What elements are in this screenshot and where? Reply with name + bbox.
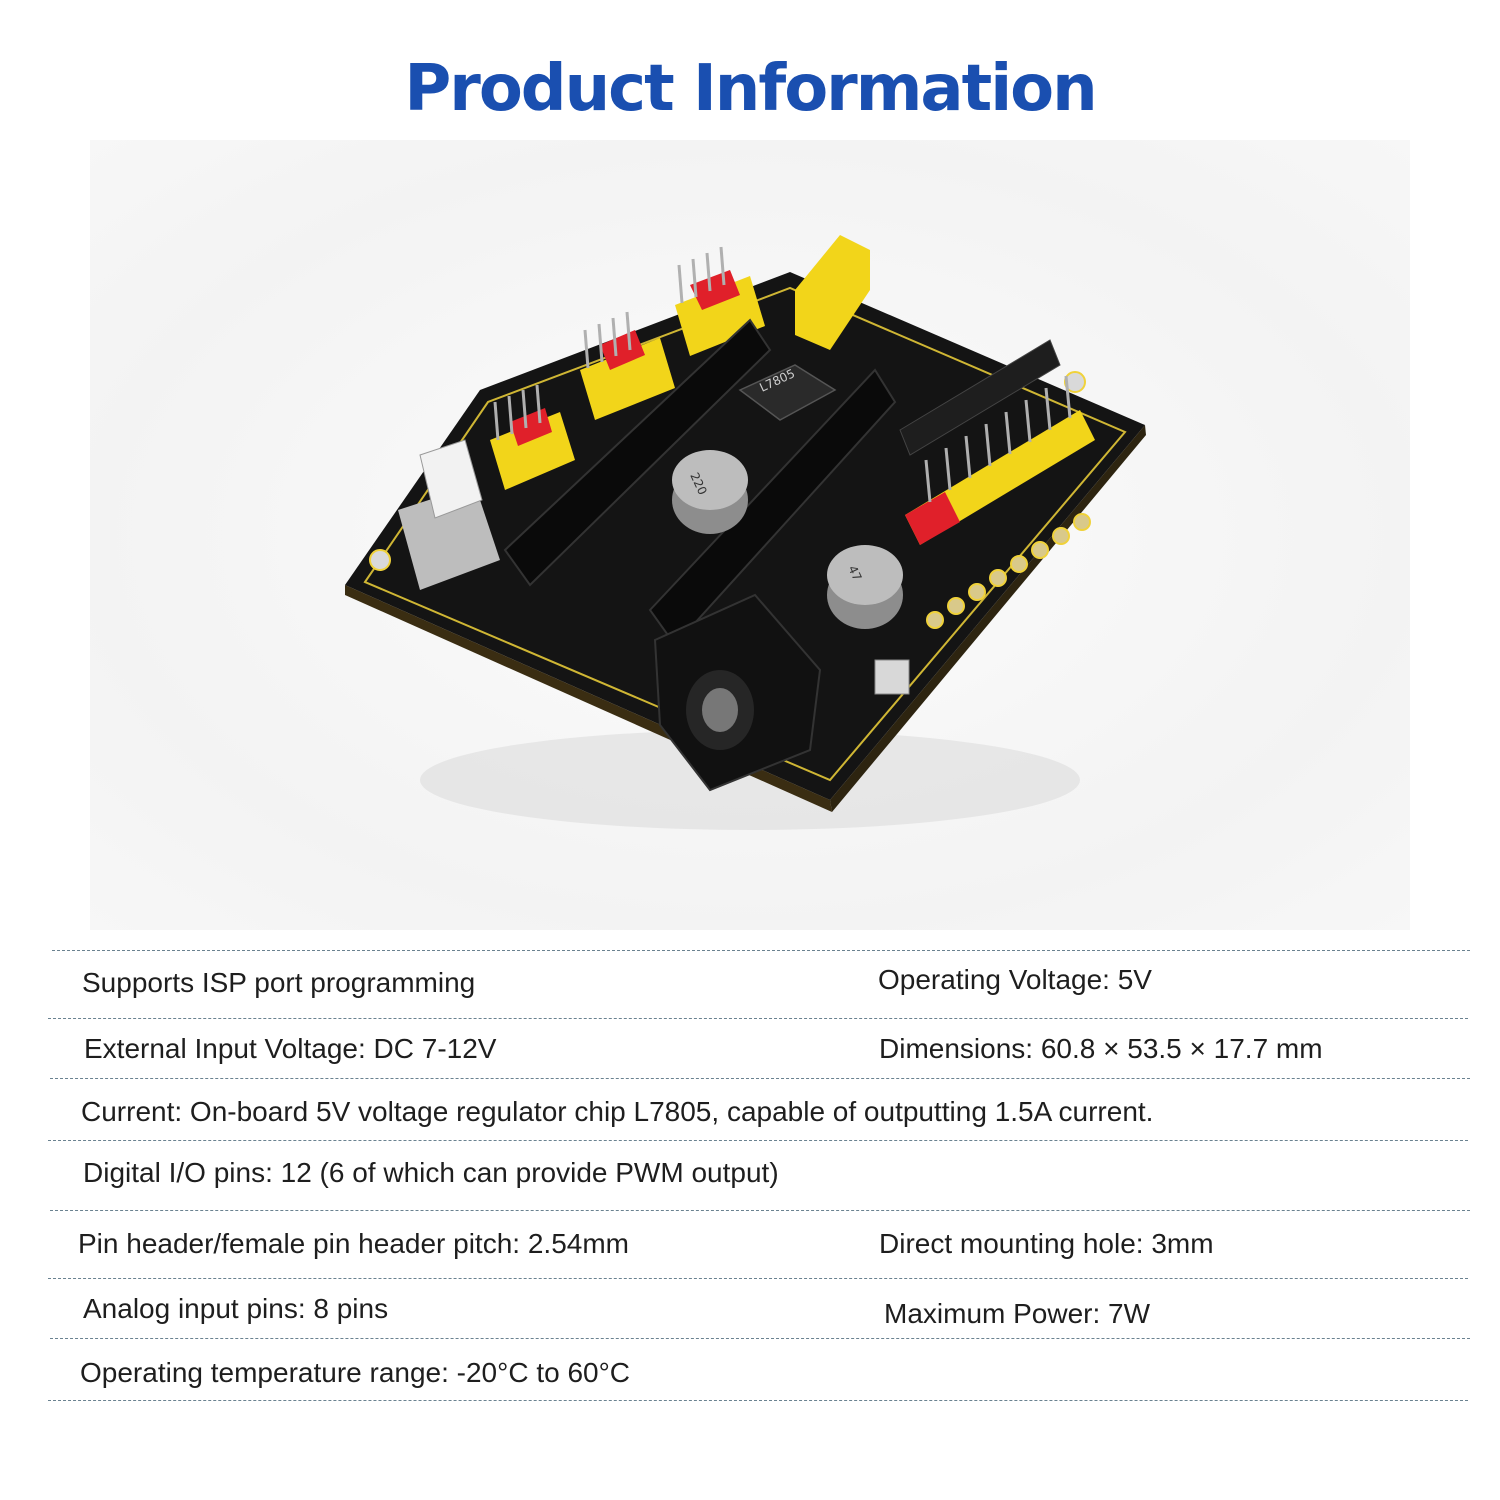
spec-operating-temperature: Operating temperature range: -20°C to 60… <box>80 1357 631 1388</box>
divider <box>50 1210 1470 1211</box>
spec-digital-io: Digital I/O pins: 12 (6 of which can pro… <box>83 1157 779 1188</box>
divider <box>48 1278 1468 1279</box>
page-title: Product Information <box>404 52 1097 126</box>
regulator-chip <box>738 364 837 421</box>
spec-pin-pitch: Pin header/female pin header pitch: 2.54… <box>78 1228 629 1259</box>
product-photo: L7805 220 47 <box>90 140 1410 930</box>
spec-operating-voltage: Operating Voltage: 5V <box>878 964 1152 995</box>
spec-isp: Supports ISP port programming <box>82 967 476 998</box>
reset-button <box>874 659 910 695</box>
spec-current: Current: On-board 5V voltage regulator c… <box>81 1096 1154 1127</box>
power-switch <box>398 439 500 590</box>
dc-power-jack <box>653 593 822 792</box>
analog-pads <box>926 513 1091 629</box>
divider <box>50 1078 1470 1079</box>
svg-text:47: 47 <box>845 563 864 583</box>
divider <box>48 1140 1468 1141</box>
divider <box>50 1338 1470 1339</box>
spec-external-input-voltage: External Input Voltage: DC 7-12V <box>84 1033 497 1064</box>
pin-header-left <box>490 246 765 490</box>
spec-analog-pins: Analog input pins: 8 pins <box>83 1293 389 1324</box>
divider <box>48 1018 1468 1019</box>
spec-maximum-power: Maximum Power: 7W <box>884 1298 1151 1329</box>
pin-header-right <box>899 339 1095 545</box>
divider <box>52 950 1470 951</box>
capacitor-small: 47 <box>827 545 903 629</box>
spec-mounting-hole: Direct mounting hole: 3mm <box>879 1228 1214 1259</box>
female-header-right <box>648 368 897 647</box>
yellow-header <box>795 235 870 350</box>
capacitor-large: 220 <box>672 450 748 534</box>
female-header-left <box>503 318 772 587</box>
spec-dimensions: Dimensions: 60.8 × 53.5 × 17.7 mm <box>879 1033 1323 1064</box>
expansion-board-illustration: L7805 220 47 <box>345 235 1146 830</box>
divider <box>48 1400 1468 1401</box>
